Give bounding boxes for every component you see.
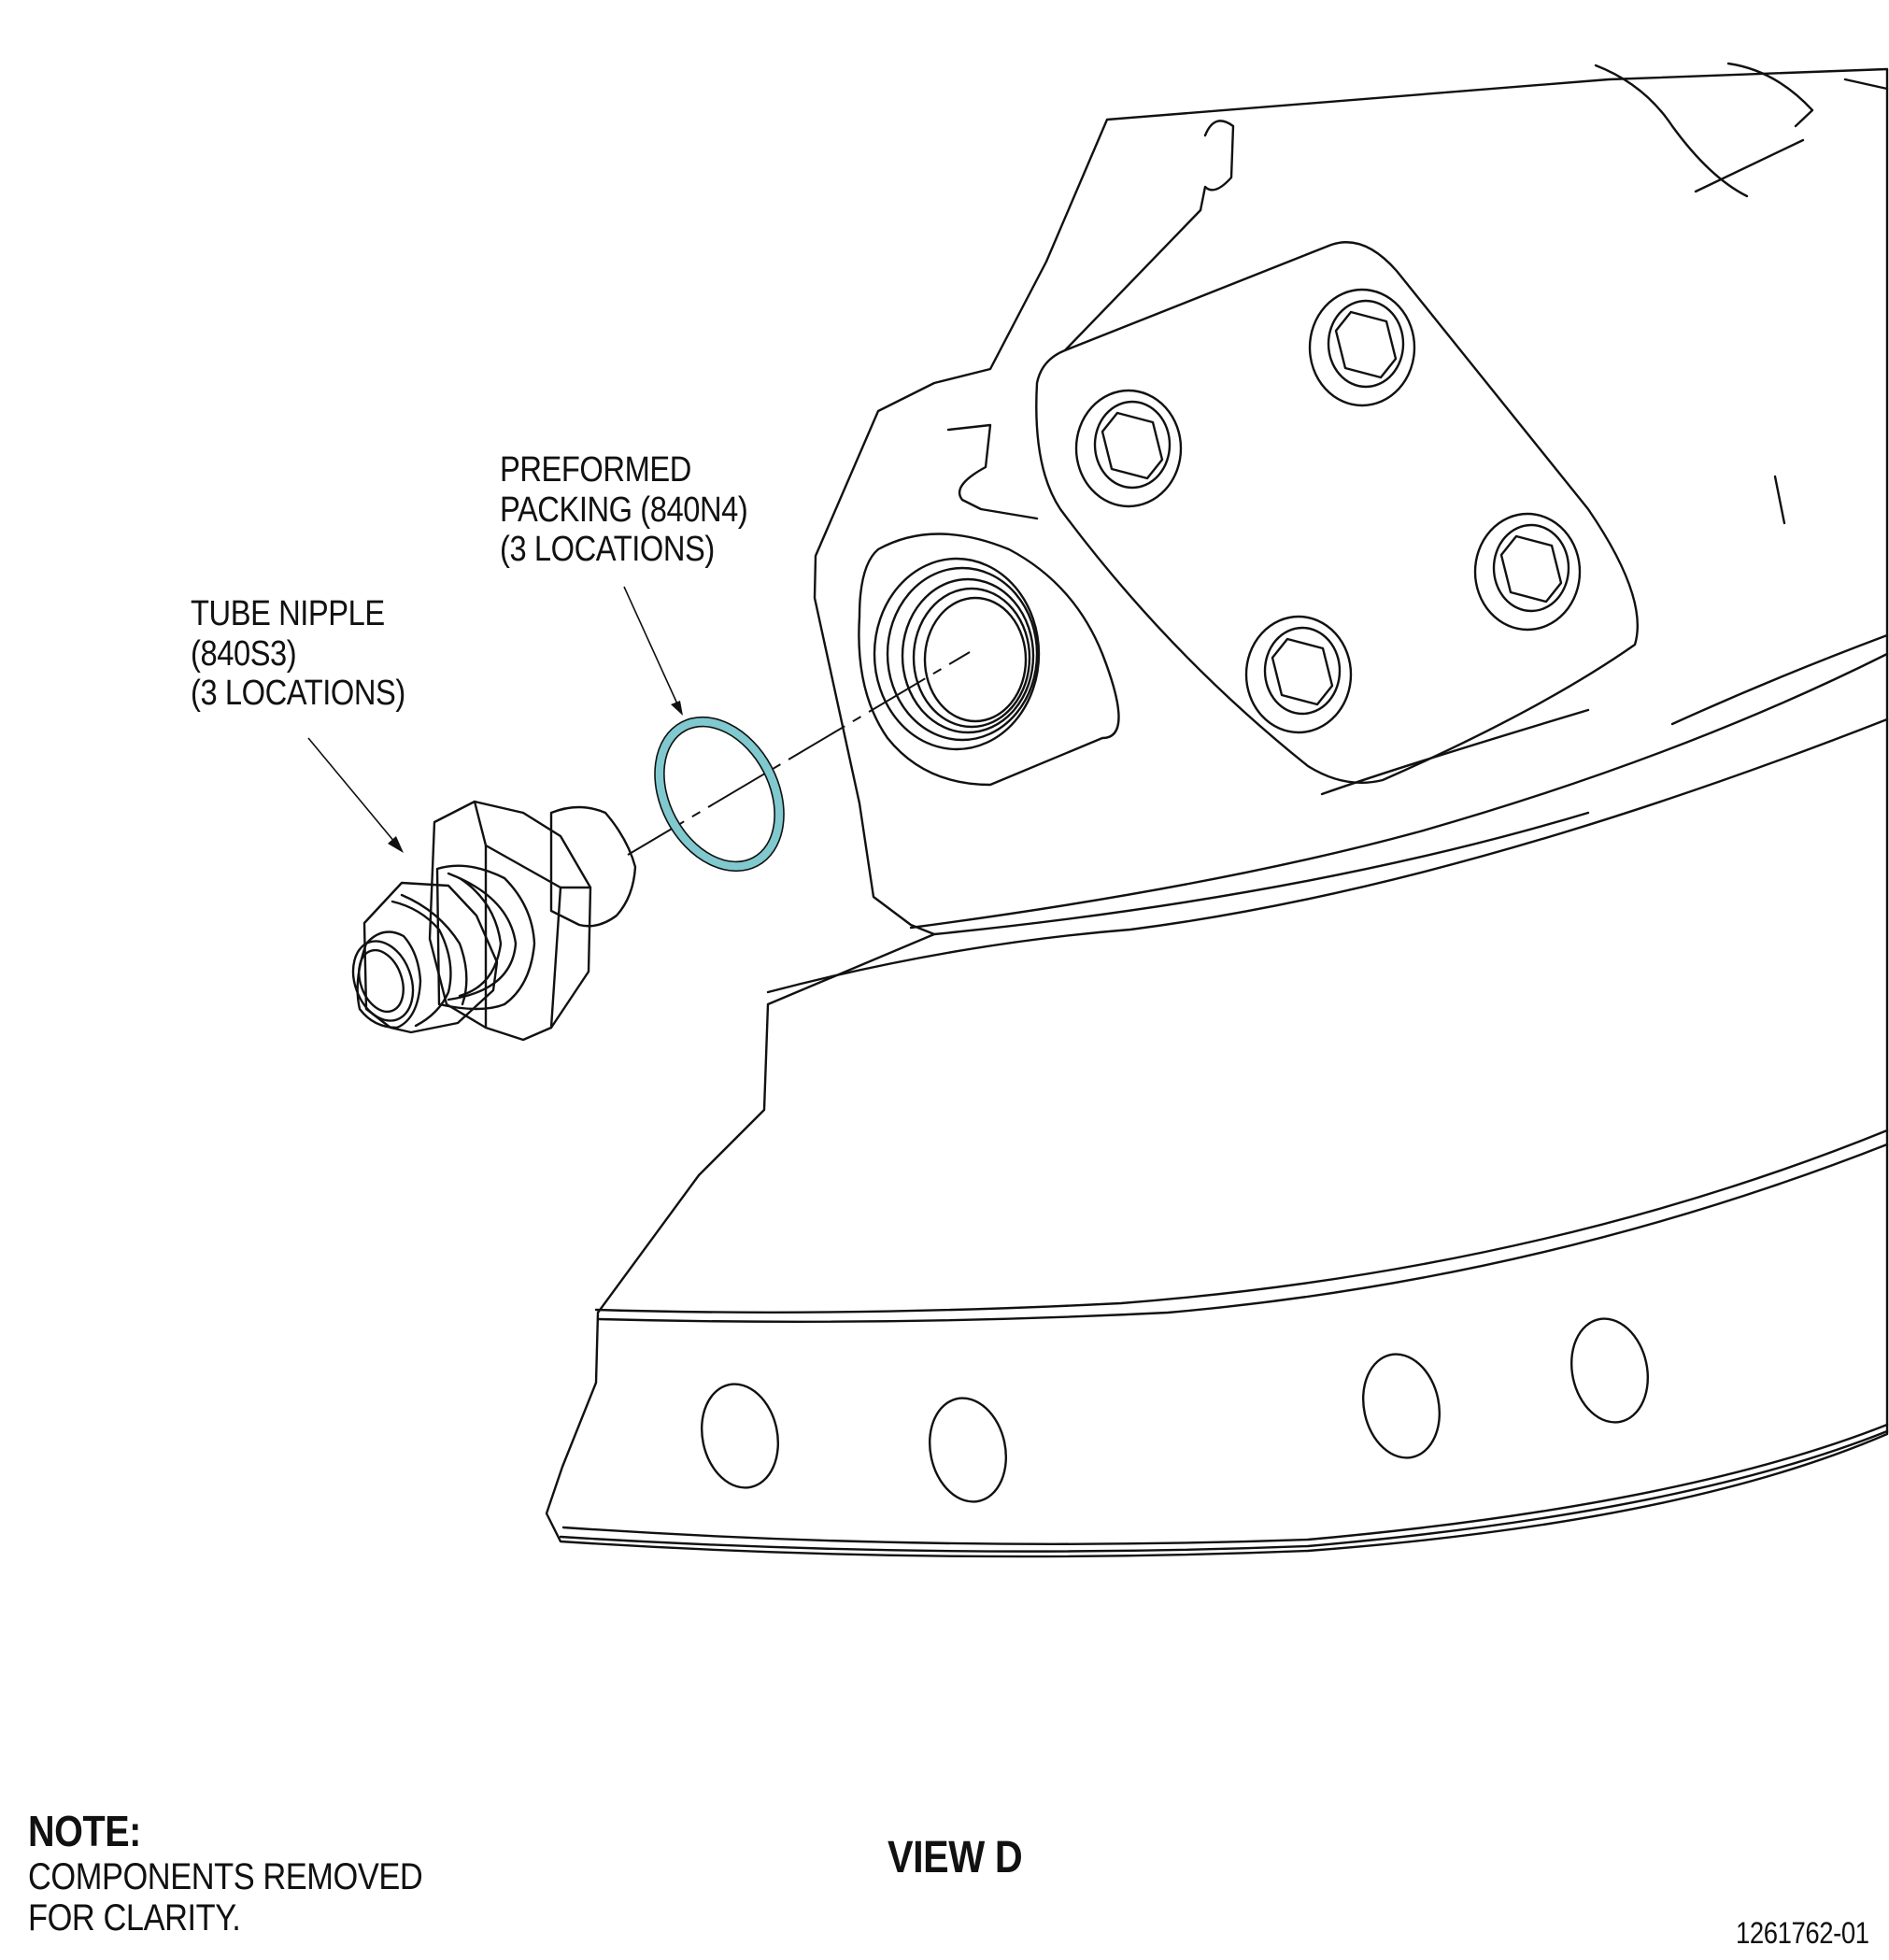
view-title: VIEW D bbox=[888, 1833, 1023, 1882]
bolt-3 bbox=[1473, 512, 1582, 632]
tube-nipple-callout: TUBE NIPPLE (840S3) (3 LOCATIONS) bbox=[191, 594, 405, 714]
bolt-1 bbox=[1074, 389, 1183, 508]
figure-id: 1261762-01 bbox=[1736, 1916, 1869, 1950]
note-text: COMPONENTS REMOVED FOR CLARITY. bbox=[28, 1855, 423, 1940]
tube-nipple-leader bbox=[307, 737, 401, 849]
port-boss bbox=[858, 533, 1120, 787]
note-block: NOTE: COMPONENTS REMOVED FOR CLARITY. bbox=[28, 1807, 487, 1940]
tube-callout-line-2: (840S3) bbox=[191, 633, 297, 674]
tube-callout-line-1: TUBE NIPPLE bbox=[191, 594, 385, 633]
ring-holes bbox=[700, 1317, 1650, 1503]
packing-callout-line-1: PREFORMED bbox=[500, 450, 691, 490]
packing-callout-line-2: PACKING (840N4) bbox=[500, 490, 748, 530]
packing-leader bbox=[623, 586, 681, 711]
tube-nipple-arrowhead bbox=[388, 836, 404, 853]
tube-nipple bbox=[351, 800, 637, 1042]
bolt-flange bbox=[1035, 241, 1639, 785]
housing-body bbox=[545, 67, 1889, 1558]
note-line-2: FOR CLARITY. bbox=[28, 1897, 241, 1939]
packing-arrowhead bbox=[671, 701, 683, 716]
assembly-centerline bbox=[627, 651, 971, 856]
note-line-1: COMPONENTS REMOVED bbox=[28, 1855, 423, 1897]
packing-callout-line-3: (3 LOCATIONS) bbox=[500, 530, 715, 570]
bolt-4 bbox=[1244, 615, 1353, 734]
note-heading: NOTE: bbox=[28, 1807, 141, 1855]
preformed-packing-ring bbox=[654, 716, 785, 873]
preformed-packing-callout: PREFORMED PACKING (840N4) (3 LOCATIONS) bbox=[500, 450, 748, 570]
tube-callout-line-3: (3 LOCATIONS) bbox=[191, 674, 405, 714]
bolt-2 bbox=[1308, 288, 1416, 407]
